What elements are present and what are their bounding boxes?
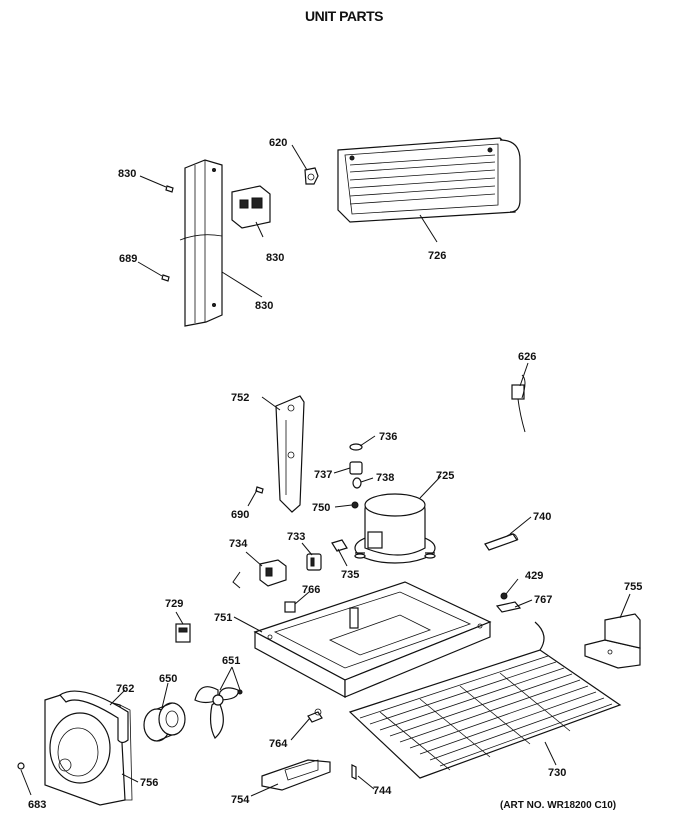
part-620 <box>304 167 319 185</box>
part-736 <box>349 443 363 451</box>
label-734: 734 <box>229 538 248 550</box>
label-626: 626 <box>518 351 536 363</box>
condenser-730 <box>348 621 622 779</box>
label-735: 735 <box>341 569 359 581</box>
label-755: 755 <box>624 581 642 593</box>
label-737: 737 <box>314 469 332 481</box>
leader-lines <box>20 144 631 797</box>
label-740: 740 <box>533 511 551 523</box>
base-pan-751 <box>253 581 492 699</box>
bracket-752 <box>275 395 305 513</box>
part-735 <box>331 539 348 552</box>
part-744 <box>351 764 357 780</box>
fan-shroud-756 <box>44 691 133 806</box>
label-650: 650 <box>159 673 177 685</box>
label-830-channel: 830 <box>255 300 273 312</box>
part-767 <box>495 601 522 613</box>
part-429 <box>500 592 508 600</box>
art-number: (ART NO. WR18200 C10) <box>500 800 617 811</box>
label-830-relay: 830 <box>266 252 284 264</box>
fan-motor-650 <box>143 702 186 742</box>
part-733 <box>306 553 322 571</box>
part-740 <box>484 533 519 551</box>
fan-blade-651 <box>194 686 243 739</box>
screw-683 <box>17 762 25 770</box>
compressor-725 <box>354 493 436 564</box>
label-620: 620 <box>269 137 287 149</box>
label-689: 689 <box>119 253 137 265</box>
channel-bracket-830 <box>179 159 223 327</box>
label-830-screw: 830 <box>118 168 136 180</box>
label-736: 736 <box>379 431 397 443</box>
label-767: 767 <box>534 594 552 606</box>
label-766: 766 <box>302 584 320 596</box>
part-764 <box>307 708 323 723</box>
label-725: 725 <box>436 470 454 482</box>
label-738: 738 <box>376 472 394 484</box>
part-734 <box>232 559 287 589</box>
label-754: 754 <box>231 794 250 806</box>
screw-689 <box>161 274 170 282</box>
bracket-755 <box>584 613 641 669</box>
label-744: 744 <box>373 785 392 797</box>
label-730: 730 <box>548 767 566 779</box>
label-651: 651 <box>222 655 240 667</box>
label-733: 733 <box>287 531 305 543</box>
part-750 <box>351 501 359 509</box>
screw-690 <box>255 486 264 494</box>
label-690: 690 <box>231 509 249 521</box>
label-762: 762 <box>116 683 134 695</box>
label-429: 429 <box>525 570 543 582</box>
label-729: 729 <box>165 598 183 610</box>
diagram-title: UNIT PARTS <box>305 8 383 24</box>
bracket-754 <box>261 759 331 791</box>
part-766 <box>284 601 296 613</box>
label-751: 751 <box>214 612 232 624</box>
relay-830 <box>231 185 271 229</box>
part-626 <box>511 374 526 433</box>
label-752: 752 <box>231 392 249 404</box>
part-729 <box>175 623 191 643</box>
part-738 <box>352 477 362 489</box>
condenser-726 <box>337 137 521 223</box>
label-756: 756 <box>140 777 158 789</box>
part-737 <box>349 461 363 475</box>
label-683: 683 <box>28 799 46 811</box>
label-750: 750 <box>312 502 330 514</box>
label-764: 764 <box>269 738 288 750</box>
screw-830 <box>165 185 174 193</box>
callout-labels: 620 726 830 830 830 689 626 752 736 737 … <box>28 137 642 811</box>
label-726: 726 <box>428 250 446 262</box>
